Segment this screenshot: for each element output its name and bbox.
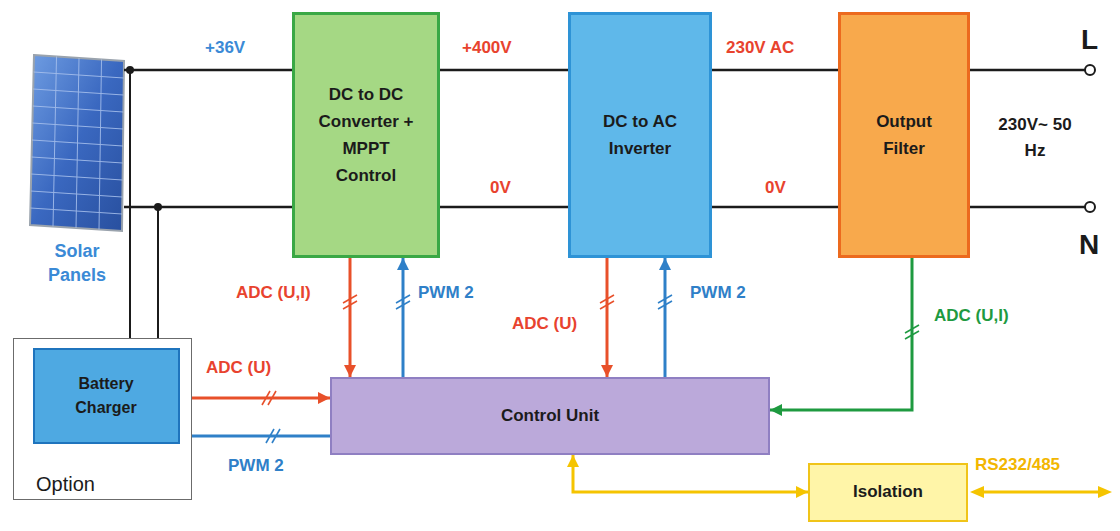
signal-arrow [573,455,808,492]
solar-panel-icon [30,55,124,231]
power-wire [440,206,568,209]
signal-label: ADC (U,I) [236,283,311,303]
charger-box: Battery Charger [33,348,180,444]
converter-box-text: DC to DC Converter + MPPT Control [310,81,422,190]
interface-label: RS232/485 [975,455,1060,475]
signal-arrow [180,397,331,400]
panel-grid [30,57,123,230]
signal-arrow [180,435,331,438]
isolation-box-text: Isolation [853,481,923,503]
voltage-label: +400V [462,38,512,58]
arrow-head [970,486,984,498]
power-wire [712,206,838,209]
solar-panel-text: Solar Panels [41,240,113,287]
output-wire [970,69,1085,72]
converter-box: DC to DC Converter + MPPT Control [292,12,440,258]
output-rating: 230V~ 50 Hz [998,112,1072,163]
filter-box-text: Output Filter [863,108,945,162]
output-terminals [970,65,1095,212]
voltage-label: 0V [490,178,511,198]
power-wire [712,69,838,72]
rs-link-line [982,491,1100,494]
isolation-box: Isolation [808,463,968,522]
option-group-text: Option [36,472,95,496]
power-wire [440,69,568,72]
control-box: Control Unit [330,377,770,455]
voltage-label: 230V AC [726,38,794,58]
filter-box: Output Filter [838,12,970,258]
output-wire [970,206,1085,209]
terminal-label: L [1081,24,1098,56]
signal-label: ADC (U) [206,358,271,378]
terminal [1085,65,1095,75]
voltage-label: +36V [205,38,245,58]
signal-label: PWM 2 [228,456,284,476]
option-group: Battery ChargerOption [13,338,192,500]
power-wire [124,69,292,72]
signal-arrow [402,258,405,377]
voltage-label: 0V [765,178,786,198]
terminal [1085,202,1095,212]
signal-arrow [349,258,352,377]
panel-frame [30,55,124,231]
rs-link-arrow [970,486,1112,498]
inverter-box: DC to AC Inverter [568,12,712,258]
power-wire [124,70,130,348]
charger-box-text: Battery Charger [63,372,149,418]
inverter-box-text: DC to AC Inverter [590,108,690,162]
terminal-label: N [1079,229,1099,261]
signal-label: PWM 2 [690,283,746,303]
junction-dots [126,66,162,211]
signal-arrow [770,258,912,410]
arrow-head [1098,486,1112,498]
signal-label: ADC (U) [512,314,577,334]
control-box-text: Control Unit [501,405,599,427]
signal-label: ADC (U,I) [934,306,1009,326]
signal-arrow [664,258,667,377]
power-wire [124,207,158,348]
solar-panel: Solar Panels [30,55,124,287]
signal-label: PWM 2 [418,283,474,303]
signal-arrow [606,258,609,377]
